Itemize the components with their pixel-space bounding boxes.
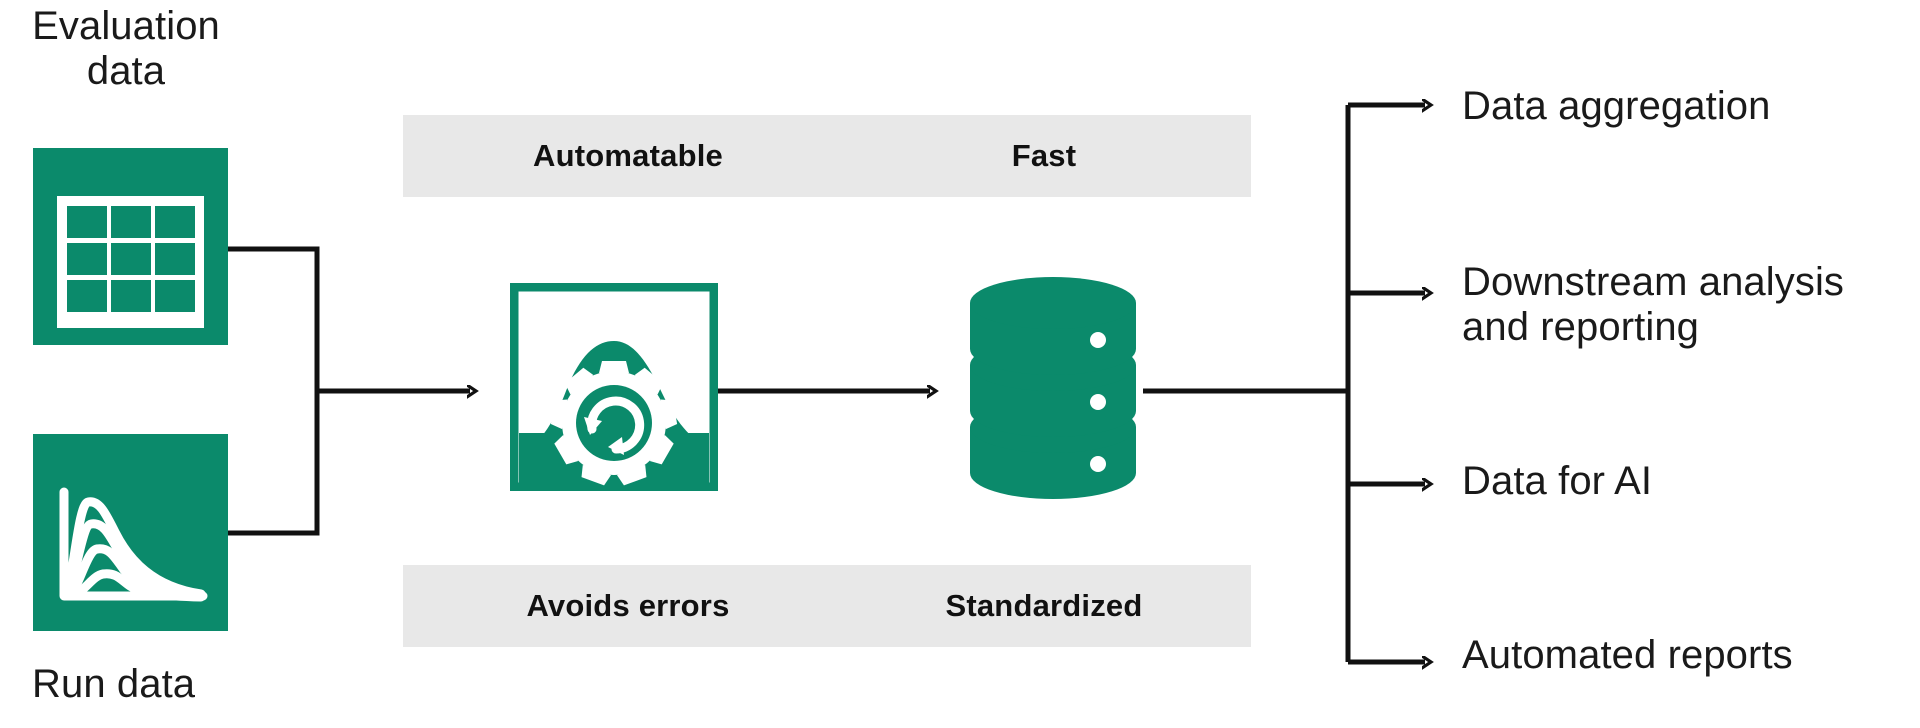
input-merge-connector — [228, 246, 470, 536]
outcome-data-aggregation: Data aggregation — [1462, 84, 1771, 128]
feature-bar-bottom: Avoids errors Standardized — [403, 565, 1251, 647]
feature-avoids-errors: Avoids errors — [526, 588, 730, 623]
database-cylinder-icon — [962, 277, 1144, 499]
data-processing-gear-icon — [509, 282, 719, 492]
feature-standardized: Standardized — [945, 588, 1143, 623]
feature-bar-top: Automatable Fast — [403, 115, 1251, 197]
outcome-data-for-ai: Data for AI — [1462, 459, 1653, 503]
outcome-downstream-analysis: Downstream analysis and reporting — [1462, 260, 1845, 349]
table-grid-icon — [33, 148, 228, 345]
chromatogram-peaks-icon — [33, 434, 228, 631]
run-data-label: Run data — [32, 662, 196, 706]
feature-fast: Fast — [1011, 138, 1077, 173]
outcome-automated-reports: Automated reports — [1462, 633, 1793, 677]
evaluation-data-label: Evaluation data — [32, 4, 220, 93]
feature-automatable: Automatable — [533, 138, 723, 173]
